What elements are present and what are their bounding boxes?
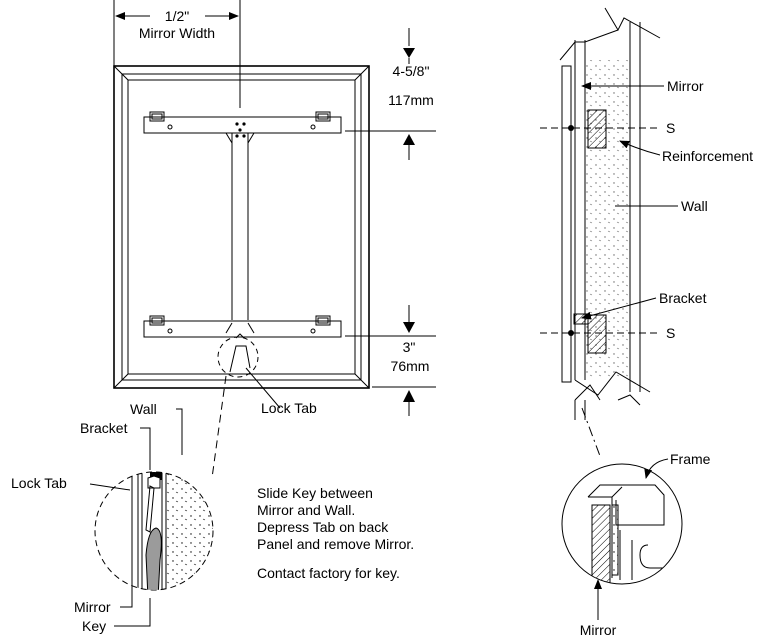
top-bracket bbox=[143, 111, 342, 138]
bottom-break-line bbox=[574, 371, 651, 396]
lock-tab-label: Lock Tab bbox=[261, 400, 317, 416]
bracket-leader bbox=[140, 427, 151, 470]
detail-mirror-label: Mirror bbox=[74, 599, 111, 615]
reinforcement-top bbox=[587, 109, 607, 149]
frame-detail-circle bbox=[561, 463, 683, 585]
mirror-frame-outer bbox=[113, 65, 370, 389]
instructions: Slide Key between Mirror and Wall. Depre… bbox=[257, 485, 414, 581]
section-mirror-label: Mirror bbox=[667, 78, 704, 94]
lock-tab-callout-circle bbox=[217, 336, 259, 378]
top-dim-mm: 117mm bbox=[388, 92, 434, 108]
width-dim-fraction: 1/2" bbox=[165, 8, 189, 24]
frame-label: Frame bbox=[670, 451, 711, 467]
lock-tab-detail: Wall Bracket Lock Tab Mirror Key bbox=[11, 375, 227, 634]
bottom-dim-inches: 3" bbox=[403, 339, 416, 355]
instruction-line-1: Slide Key between bbox=[257, 485, 373, 501]
bracket-section bbox=[573, 313, 589, 325]
instruction-line-3: Depress Tab on back bbox=[257, 519, 389, 535]
key-leader bbox=[114, 598, 151, 627]
detail-key-label: Key bbox=[82, 618, 106, 634]
mirror-frame-inner bbox=[127, 79, 356, 375]
detail-wall-label: Wall bbox=[130, 401, 157, 417]
width-dim-label: Mirror Width bbox=[139, 25, 215, 41]
detail-lock-tab-label: Lock Tab bbox=[11, 475, 67, 491]
mirror-leader bbox=[120, 585, 133, 608]
lock-tab-leader bbox=[245, 367, 281, 409]
frame-mirror-section bbox=[591, 504, 611, 584]
mirror-panel bbox=[561, 65, 572, 383]
bottom-dim-mm: 76mm bbox=[391, 358, 430, 374]
instruction-line-2: Mirror and Wall. bbox=[257, 502, 355, 518]
top-dim-inches: 4-5/8" bbox=[393, 63, 430, 79]
section-view: Mirror S Reinforcement Wall Bracket S bbox=[540, 7, 753, 420]
frame-detail: Frame Mirror bbox=[561, 407, 711, 636]
frame-mirror-label: Mirror bbox=[580, 622, 617, 636]
instruction-line-4: Panel and remove Mirror. bbox=[257, 536, 414, 552]
section-wall-label: Wall bbox=[681, 198, 708, 214]
section-reinforcement-label: Reinforcement bbox=[662, 148, 753, 164]
instruction-line-5: Contact factory for key. bbox=[257, 565, 400, 581]
top-break-line bbox=[604, 7, 661, 39]
mirror-frame-middle bbox=[121, 73, 362, 381]
section-s-bottom-label: S bbox=[666, 325, 675, 341]
front-view: 1/2" Mirror Width bbox=[113, 0, 436, 416]
bottom-bracket bbox=[143, 315, 342, 339]
detail-bracket-label: Bracket bbox=[80, 420, 128, 436]
section-bracket-label: Bracket bbox=[659, 290, 707, 306]
wall-leader bbox=[176, 408, 183, 455]
lock-tab-detail-leader bbox=[89, 483, 131, 491]
section-s-top-label: S bbox=[666, 120, 675, 136]
reinforcement-bottom bbox=[587, 314, 607, 354]
